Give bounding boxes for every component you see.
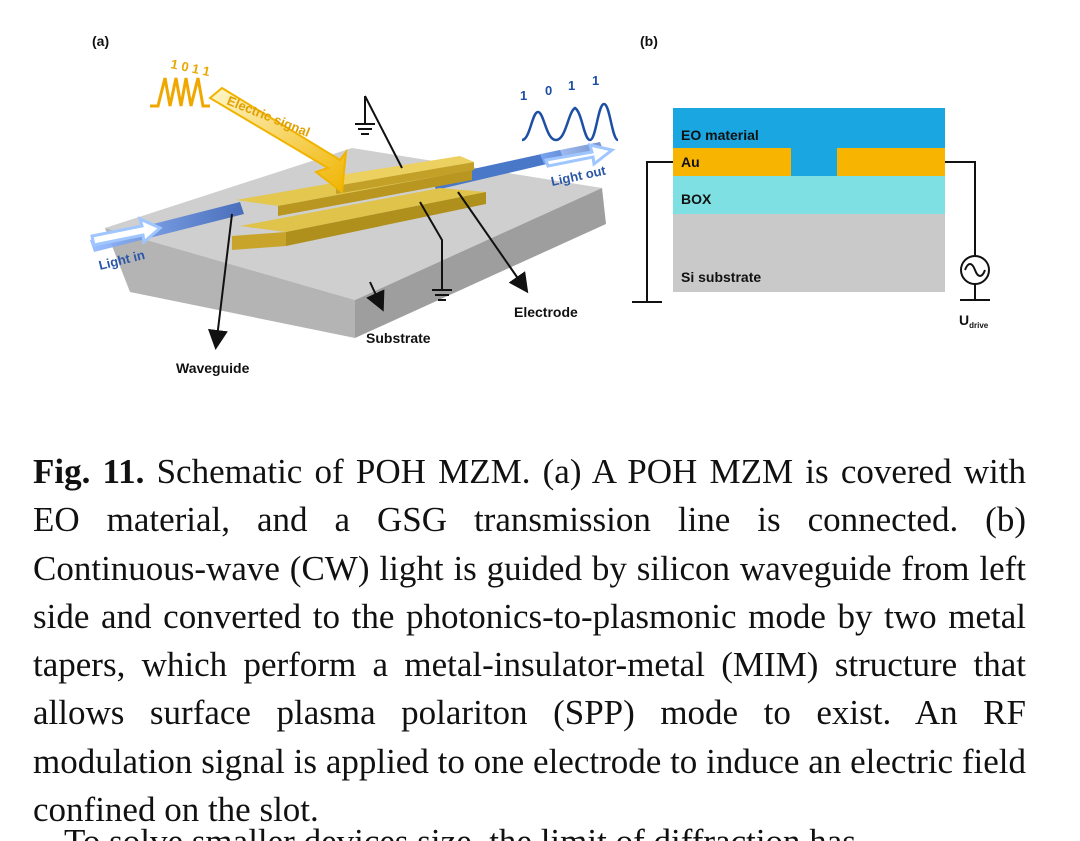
substrate-pointer xyxy=(366,281,385,312)
box-layer xyxy=(673,176,945,214)
substrate-label: Substrate xyxy=(366,330,431,346)
caption-text: Schematic of POH MZM. (a) A POH MZM is c… xyxy=(33,452,1026,830)
svg-text:1: 1 xyxy=(520,88,527,103)
ac-source-icon xyxy=(960,255,990,285)
svg-text:1: 1 xyxy=(568,78,575,93)
next-paragraph-partial: To solve smaller devices size, the limit… xyxy=(64,826,1054,841)
pointer-lines xyxy=(207,191,529,350)
electrode-pointer xyxy=(457,191,529,294)
light-out-arrow xyxy=(544,142,616,168)
si-substrate-label: Si substrate xyxy=(681,269,761,285)
figure-svg: (a) Light in xyxy=(90,33,990,376)
waveguide-label: Waveguide xyxy=(176,360,250,376)
svg-text:1 0 1 1: 1 0 1 1 xyxy=(169,56,211,79)
electrode-label: Electrode xyxy=(514,304,578,320)
eo-material-label: EO material xyxy=(681,127,759,143)
eo-material-layer xyxy=(673,108,945,148)
au-label: Au xyxy=(681,154,700,170)
panel-b: (b) EO material Au BOX Si substrate Udri… xyxy=(632,33,990,330)
svg-text:1: 1 xyxy=(592,73,599,88)
input-bits: 1 0 1 1 xyxy=(169,56,211,79)
input-signal-waveform xyxy=(150,77,210,108)
au-right-electrode xyxy=(837,148,945,176)
waveguide-pointer xyxy=(207,213,233,350)
panel-a: (a) Light in xyxy=(90,33,619,376)
output-bits: 1 0 1 1 xyxy=(520,73,599,103)
output-signal-waveform xyxy=(521,102,619,142)
figure-caption: Fig. 11. Schematic of POH MZM. (a) A POH… xyxy=(33,448,1026,834)
electrodes xyxy=(232,156,486,250)
box-label: BOX xyxy=(681,191,712,207)
light-in-arrow xyxy=(90,216,163,247)
si-substrate-layer xyxy=(673,214,945,292)
svg-text:0: 0 xyxy=(545,83,552,98)
panel-b-label: (b) xyxy=(640,33,658,49)
panel-a-label: (a) xyxy=(92,33,109,49)
figure-11: (a) Light in xyxy=(0,0,1080,420)
ground-symbol-bottom xyxy=(419,201,452,301)
circuit-wiring xyxy=(632,161,990,303)
voltage-label: Udrive xyxy=(959,312,989,330)
electric-signal-arrow xyxy=(208,86,348,194)
ground-symbol-top xyxy=(355,95,403,169)
caption-lead: Fig. 11. xyxy=(33,452,145,491)
au-left-electrode xyxy=(673,148,791,176)
